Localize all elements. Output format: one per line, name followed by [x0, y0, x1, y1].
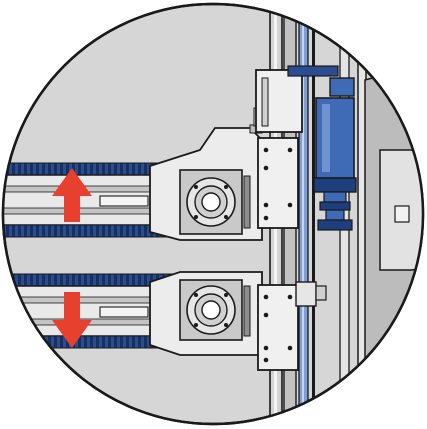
top-bearing-block [255, 65, 339, 133]
frame-right [357, 59, 423, 424]
rod-clamp [295, 281, 327, 307]
rail-slide-upper [257, 137, 299, 229]
down-arrow [52, 292, 92, 348]
drive-motor [313, 77, 357, 231]
lower-carriage [149, 271, 263, 356]
rail-slide-lower [257, 284, 299, 371]
up-arrow [52, 168, 92, 222]
